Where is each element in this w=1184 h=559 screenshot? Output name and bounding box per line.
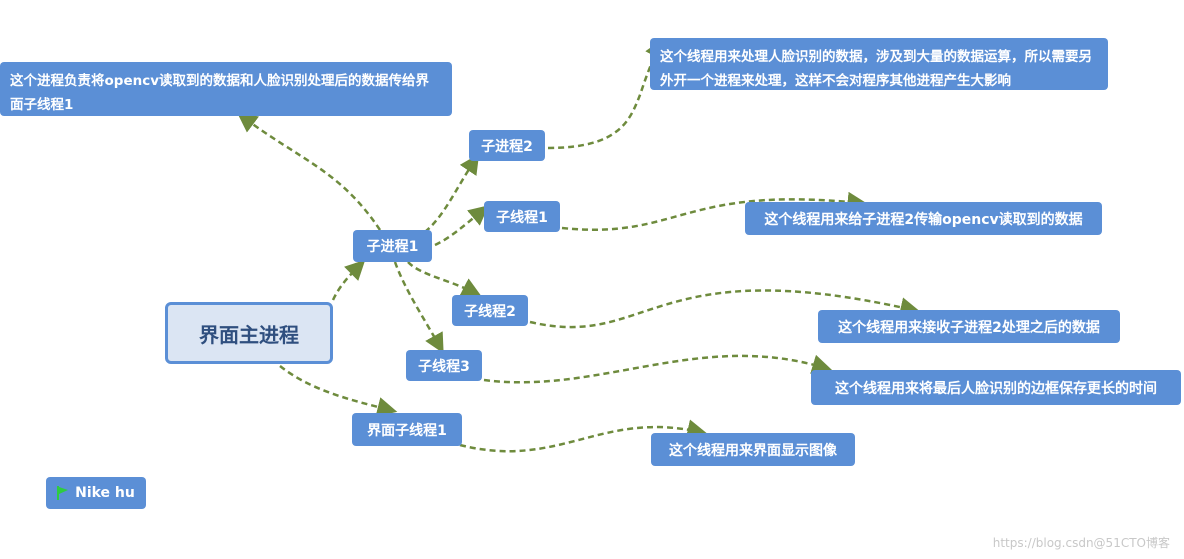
edge-process1-thread1 bbox=[434, 205, 489, 247]
author-node[interactable]: Nike hu bbox=[46, 477, 146, 509]
thread2-label: 子线程2 bbox=[464, 303, 516, 320]
process2-note[interactable]: 这个线程用来处理人脸识别的数据，涉及到大量的数据运算，所以需要另外开一个进程来处… bbox=[650, 38, 1108, 90]
thread1-note-text: 这个线程用来给子进程2传输opencv读取到的数据 bbox=[764, 211, 1083, 228]
thread2-node[interactable]: 子线程2 bbox=[452, 295, 528, 326]
edge-uithread1-note bbox=[459, 419, 708, 453]
edge-thread1-note bbox=[561, 191, 868, 231]
watermark: https://blog.csdn@51CTO博客 bbox=[992, 536, 1170, 550]
edge-process1-thread3 bbox=[393, 261, 444, 354]
edge-process1-note bbox=[237, 112, 382, 231]
ui-thread1-note-text: 这个线程用来界面显示图像 bbox=[669, 442, 837, 459]
process1-note[interactable]: 这个进程负责将opencv读取到的数据和人脸识别处理后的数据传给界面子线程1 bbox=[0, 62, 452, 116]
thread3-note[interactable]: 这个线程用来将最后人脸识别的边框保存更长的时间 bbox=[811, 370, 1181, 405]
thread2-note-text: 这个线程用来接收子进程2处理之后的数据 bbox=[838, 319, 1100, 336]
edge-thread2-note bbox=[529, 289, 921, 329]
thread3-label: 子线程3 bbox=[418, 358, 470, 375]
thread2-note[interactable]: 这个线程用来接收子进程2处理之后的数据 bbox=[818, 310, 1120, 343]
thread1-label: 子线程1 bbox=[496, 209, 548, 226]
edge-process1-process2 bbox=[424, 153, 480, 233]
thread1-note[interactable]: 这个线程用来给子进程2传输opencv读取到的数据 bbox=[745, 202, 1102, 235]
thread3-node[interactable]: 子线程3 bbox=[406, 350, 482, 381]
process1-note-text: 这个进程负责将opencv读取到的数据和人脸识别处理后的数据传给界面子线程1 bbox=[10, 73, 430, 113]
ui-thread1-label: 界面子线程1 bbox=[367, 422, 447, 439]
process1-label: 子进程1 bbox=[366, 239, 419, 255]
ui-thread1-note[interactable]: 这个线程用来界面显示图像 bbox=[651, 433, 855, 466]
edge-root-uithread1 bbox=[279, 365, 398, 417]
edge-thread3-note bbox=[483, 354, 833, 384]
flag-icon bbox=[57, 486, 69, 500]
thread3-note-text: 这个线程用来将最后人脸识别的边框保存更长的时间 bbox=[835, 380, 1157, 397]
process1-node[interactable]: 子进程1 bbox=[353, 230, 432, 262]
edge-process1-thread2 bbox=[407, 261, 482, 297]
process2-note-text: 这个线程用来处理人脸识别的数据，涉及到大量的数据运算，所以需要另外开一个进程来处… bbox=[660, 49, 1092, 89]
process2-node[interactable]: 子进程2 bbox=[469, 130, 545, 161]
process2-label: 子进程2 bbox=[481, 138, 533, 155]
root-label: 界面主进程 bbox=[199, 322, 299, 347]
author-label: Nike hu bbox=[75, 485, 135, 501]
ui-thread1-node[interactable]: 界面子线程1 bbox=[352, 413, 462, 446]
edge-root-process1 bbox=[331, 259, 366, 301]
root-node[interactable]: 界面主进程 bbox=[165, 302, 333, 364]
edge-process2-note bbox=[547, 38, 664, 150]
thread1-node[interactable]: 子线程1 bbox=[484, 201, 560, 232]
